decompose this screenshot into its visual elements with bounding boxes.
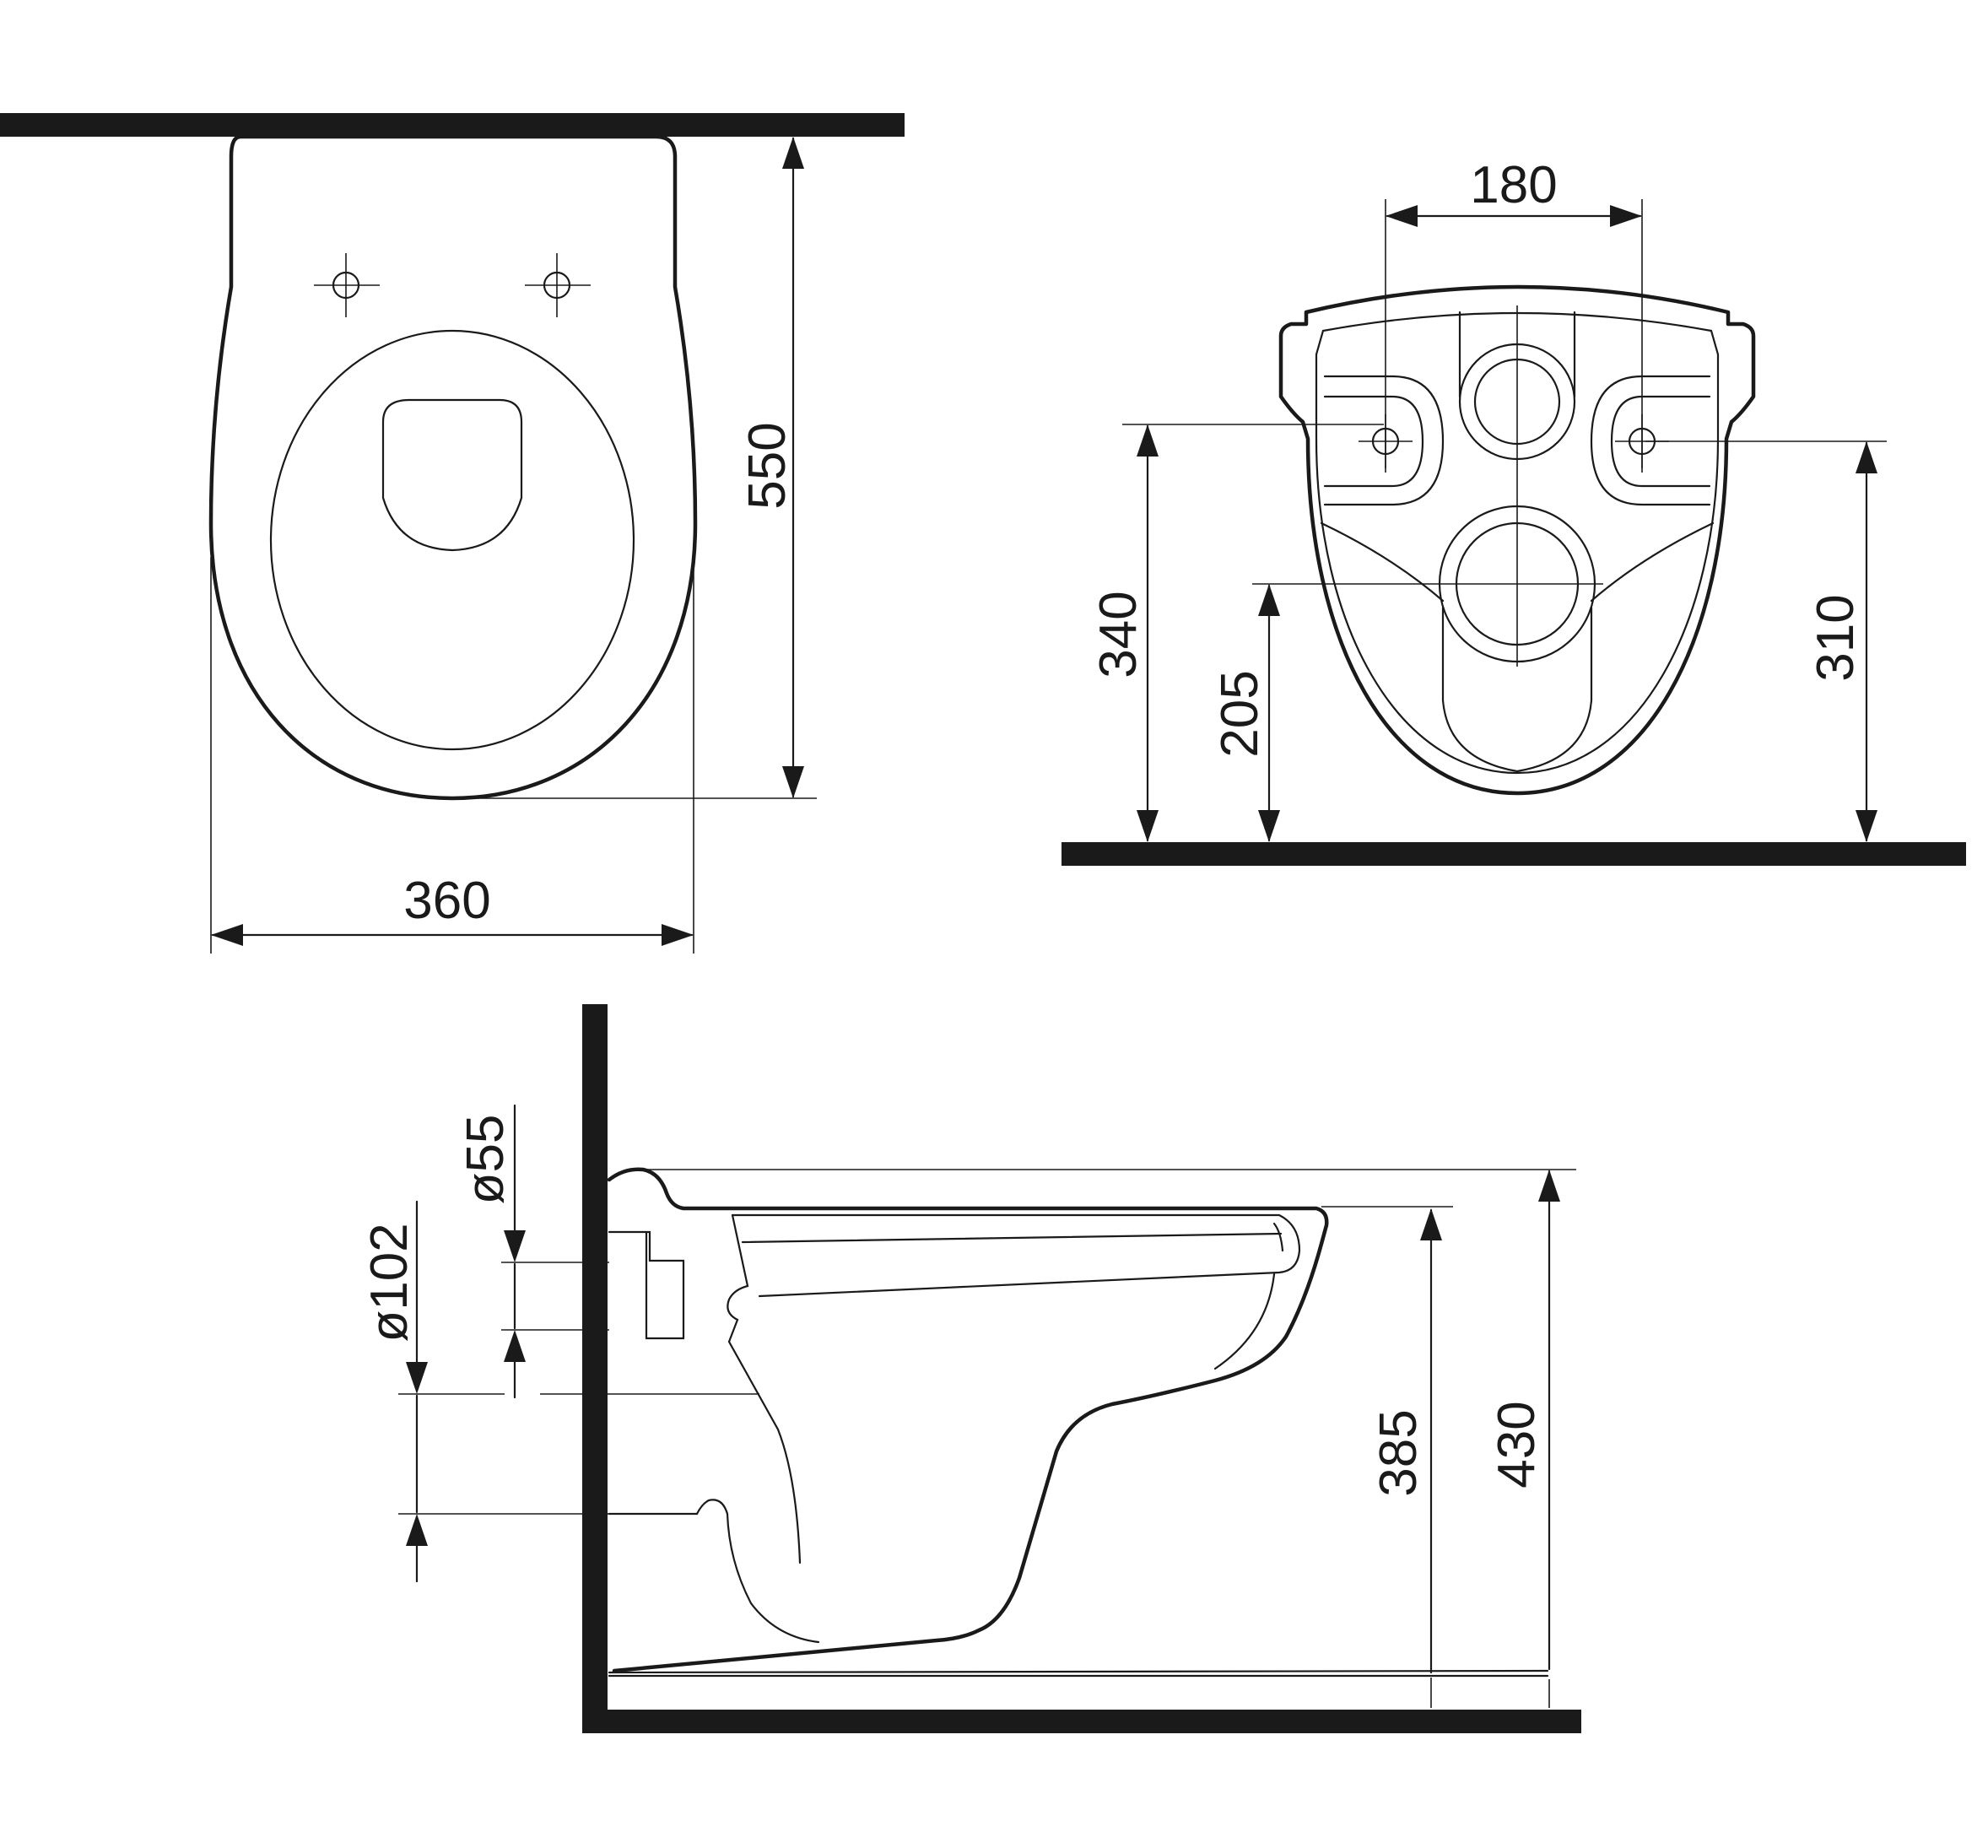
side-view-seat <box>731 1213 1301 1298</box>
rear-view-boss-left <box>1323 375 1445 506</box>
top-view-wall <box>0 113 905 137</box>
dim-width: 360 <box>210 557 694 954</box>
dim-right-height: 310 <box>1645 440 1887 842</box>
rear-view-floor <box>1062 842 1966 866</box>
dim-depth: 550 <box>456 137 817 799</box>
bolt-height-label: 340 <box>1089 591 1148 678</box>
top-view-fixing-hole-left <box>314 253 380 317</box>
rear-view: 180 340 205 310 <box>1062 156 1966 866</box>
top-view-seat-opening <box>381 398 523 552</box>
dim-bolt-height: 340 <box>1089 424 1384 842</box>
dim-outlet-diameter: ø102 <box>360 1200 759 1583</box>
dim-outlet-height: 205 <box>1211 583 1603 842</box>
width-label: 360 <box>403 872 490 930</box>
outlet-diameter-label: ø102 <box>360 1223 419 1342</box>
rear-view-boss-right <box>1590 375 1711 506</box>
rear-view-body-inner <box>1315 311 1720 775</box>
side-view-lower-body <box>608 1499 820 1644</box>
depth-label: 550 <box>738 422 797 509</box>
total-height-label: 430 <box>1488 1401 1546 1488</box>
top-view-fixing-hole-right <box>525 253 591 317</box>
top-view: 550 360 <box>0 113 905 954</box>
right-height-label: 310 <box>1807 594 1865 681</box>
side-view-lid <box>607 1167 1329 1673</box>
side-view-pan <box>727 1213 802 1564</box>
top-view-bowl-outline <box>208 134 698 801</box>
dim-bolt-spacing: 180 <box>1385 156 1643 473</box>
inlet-diameter-label: ø55 <box>456 1115 515 1205</box>
outlet-height-label: 205 <box>1211 670 1269 757</box>
rim-height-label: 385 <box>1369 1409 1428 1496</box>
rear-view-body-outline <box>1278 284 1756 796</box>
side-view-bowl-inner <box>1213 1273 1276 1370</box>
dim-rim-height: 385 <box>1369 1208 1442 1708</box>
side-view-floor <box>582 1710 1581 1733</box>
dim-inlet-diameter: ø55 <box>456 1104 609 1399</box>
dim-total-height: 430 <box>1488 1170 1560 1708</box>
side-view-wall <box>582 1004 608 1733</box>
bolt-spacing-label: 180 <box>1470 156 1557 214</box>
side-view: ø55 ø102 385 430 <box>360 1004 1581 1733</box>
top-view-seat-ring <box>269 329 635 751</box>
